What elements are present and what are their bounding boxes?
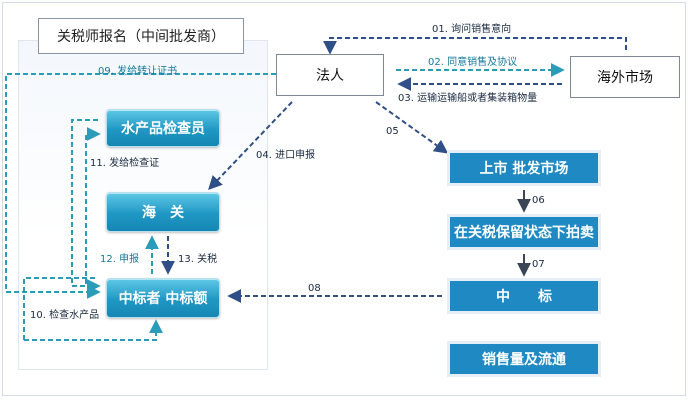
- edge-label-12: 12. 申报: [100, 254, 140, 265]
- edge-label-03: 03. 运输运输船或者集装箱物量: [398, 93, 538, 104]
- edge-label-07: 07: [532, 259, 545, 270]
- edge-04-import-declaration: [208, 101, 293, 191]
- diagram-frame: [2, 2, 686, 396]
- edge-01-inquiry: [323, 37, 627, 55]
- edge-10-return: [24, 319, 163, 341]
- edge-05: [375, 101, 449, 154]
- edge-11-inspection-request: [85, 127, 101, 284]
- bonded-auction-node: 在关税保留状态下拍卖: [447, 214, 601, 250]
- customs-node: 海 关: [106, 192, 220, 232]
- legal-person-node: 法人: [276, 54, 384, 96]
- overseas-market-node: 海外市场: [570, 56, 680, 98]
- aquatic-inspector-node: 水产品检查员: [106, 109, 220, 147]
- edge-label-10: 10. 检查水产品: [30, 310, 100, 321]
- edge-09-transfer-certificate: [5, 73, 276, 299]
- edge-label-06: 06: [532, 195, 545, 206]
- edge-label-05: 05: [386, 126, 399, 137]
- winning-bid-node: 中 标: [447, 278, 601, 314]
- edge-label-08: 08: [308, 283, 321, 294]
- edge-label-13: 13. 关税: [178, 254, 218, 265]
- edge-11-inspection-certificate: [71, 119, 101, 293]
- edge-label-04: 04. 进口申报: [256, 150, 316, 161]
- edge-label-09: 09. 发给转让证书: [98, 66, 178, 77]
- tariff-panel-title: 关税师报名（中间批发商）: [38, 18, 244, 54]
- edge-label-11: 11. 发给检查证: [90, 158, 160, 169]
- winning-bidder-node: 中标者 中标额: [106, 278, 220, 318]
- edge-10-inspection: [23, 277, 98, 340]
- listing-wholesale-node: 上市 批发市场: [447, 150, 601, 186]
- sales-circulation-node: 销售量及流通: [447, 341, 601, 377]
- edge-label-02: 02. 同意销售及协议: [428, 57, 518, 68]
- edge-label-01: 01. 询问销售意向: [432, 24, 512, 35]
